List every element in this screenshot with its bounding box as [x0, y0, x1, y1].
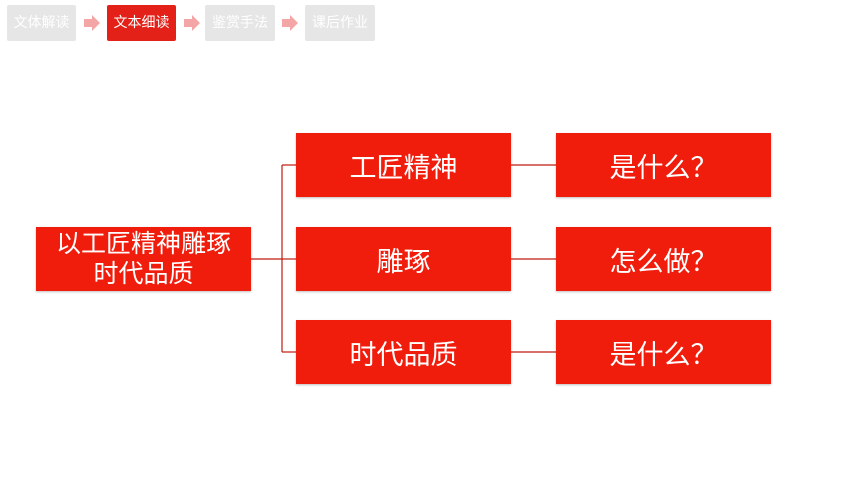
root-node-line2: 时代品质	[93, 259, 194, 288]
root-node: 以工匠精神雕琢 时代品质	[36, 227, 251, 291]
tab-text-genre[interactable]: 文体解读	[7, 5, 76, 41]
topic-node-craftsmanship: 工匠精神	[296, 133, 511, 197]
arrow-right-icon	[282, 15, 298, 31]
root-node-line1: 以工匠精神雕琢	[55, 229, 231, 258]
tab-appreciation-techniques[interactable]: 鉴赏手法	[205, 5, 275, 41]
topic-node-era-quality: 时代品质	[296, 320, 511, 384]
question-label: 是什么？	[609, 152, 718, 184]
tab-close-reading[interactable]: 文本细读	[107, 5, 176, 41]
topic-label: 雕琢	[376, 246, 431, 278]
tab-homework[interactable]: 课后作业	[305, 5, 375, 41]
question-node-what: 是什么？	[556, 133, 771, 197]
topic-label: 工匠精神	[349, 152, 458, 184]
question-label: 是什么？	[609, 339, 718, 371]
arrow-right-icon	[84, 15, 100, 31]
question-label: 怎么做？	[609, 246, 718, 278]
arrow-right-icon	[184, 15, 200, 31]
question-node-what: 是什么？	[556, 320, 771, 384]
topic-label: 时代品质	[349, 339, 458, 371]
topic-node-carving: 雕琢	[296, 227, 511, 291]
question-node-how: 怎么做？	[556, 227, 771, 291]
